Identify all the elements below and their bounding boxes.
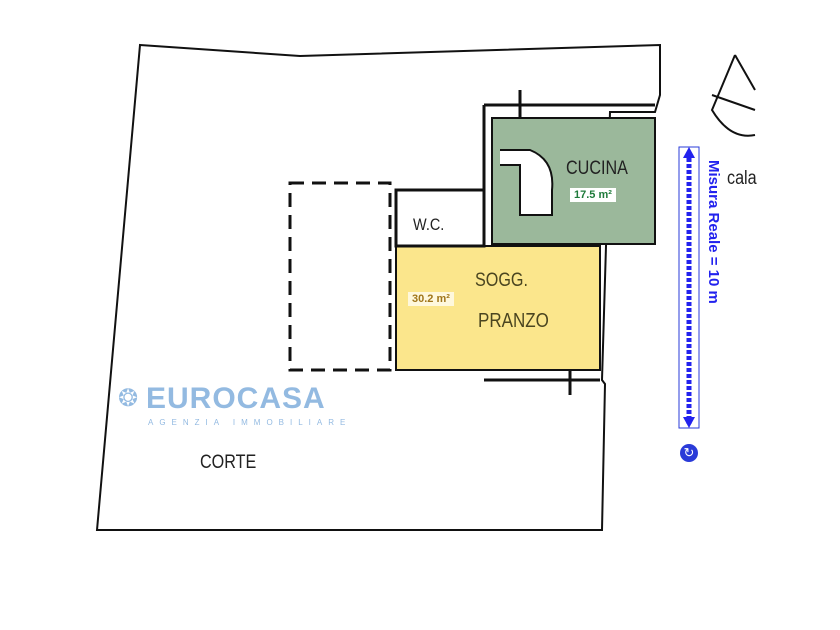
area-soggiorno: 30.2 m²	[408, 292, 454, 306]
scale-bar[interactable]	[678, 146, 700, 429]
room-label-pranzo: PRANZO	[478, 310, 549, 332]
cucina-room	[491, 117, 656, 245]
rotate-icon[interactable]: ↻	[680, 444, 698, 462]
room-label-soggiorno: SOGG.	[475, 270, 528, 291]
north-arrow	[710, 54, 756, 137]
watermark-subtitle: AGENZIA IMMOBILIARE	[148, 418, 352, 427]
garage-outline	[288, 181, 392, 372]
internal-walls	[482, 90, 655, 395]
room-label-cucina: CUCINA	[566, 158, 628, 179]
stair	[500, 149, 554, 216]
stair-label: cala	[727, 168, 757, 189]
watermark-brand: EUROCASA	[146, 382, 326, 415]
soggiorno-room	[395, 245, 601, 371]
scale-label: Misura Reale = 10 m	[705, 160, 722, 304]
area-cucina: 17.5 m²	[570, 188, 616, 202]
logo-icon: ❂	[118, 385, 139, 412]
room-label-wc: W.C.	[413, 215, 445, 234]
room-label-corte: CORTE	[200, 452, 257, 473]
